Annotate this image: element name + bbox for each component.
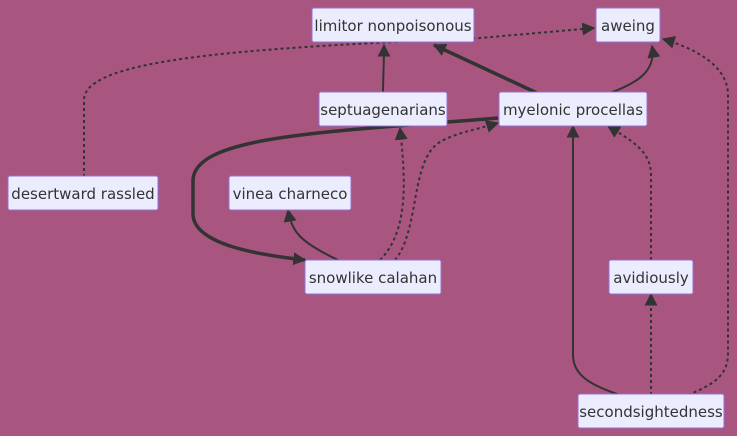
node-limitor-nonpoisonous[interactable]: limitor nonpoisonous (311, 7, 475, 43)
node-septuagenarians[interactable]: septuagenarians (318, 91, 448, 127)
node-snowlike-calahan[interactable]: snowlike calahan (304, 259, 442, 295)
edges (83, 22, 729, 396)
edge-snowlike-to-septuagenarians (379, 126, 408, 261)
node-secondsightedness[interactable]: secondsightedness (577, 393, 725, 429)
edge-myelonic-to-snowlike (191, 116, 499, 266)
node-aweing[interactable]: aweing (595, 7, 661, 43)
edge-secondsightedness-to-myelonic (566, 124, 621, 396)
node-label: aweing (601, 17, 655, 35)
node-desertward-rassled[interactable]: desertward rassled (7, 175, 159, 211)
edge-secondsightedness-to-aweing (661, 36, 729, 396)
edge-desertward-to-aweing (83, 22, 596, 177)
node-label: avidiously (613, 269, 689, 287)
node-label: limitor nonpoisonous (314, 17, 471, 35)
node-label: desertward rassled (11, 185, 154, 203)
node-label: secondsightedness (579, 403, 723, 421)
edge-snowlike-to-vinea (283, 208, 339, 261)
node-label: vinea charneco (233, 185, 348, 203)
nodes: limitor nonpoisonous aweing septuagenari… (7, 7, 725, 429)
node-myelonic-procellas[interactable]: myelonic procellas (498, 91, 648, 127)
edge-septuagenarians-to-limitor (377, 43, 391, 94)
node-vinea-charneco[interactable]: vinea charneco (228, 175, 352, 211)
edge-snowlike-to-myelonic (394, 120, 500, 261)
node-label: myelonic procellas (503, 101, 643, 119)
edge-avidiously-to-myelonic (606, 125, 652, 260)
node-avidiously[interactable]: avidiously (608, 259, 694, 295)
edge-myelonic-to-limitor (432, 43, 538, 95)
edge-myelonic-to-aweing (609, 44, 661, 94)
node-label: snowlike calahan (309, 269, 437, 287)
node-label: septuagenarians (320, 101, 446, 119)
